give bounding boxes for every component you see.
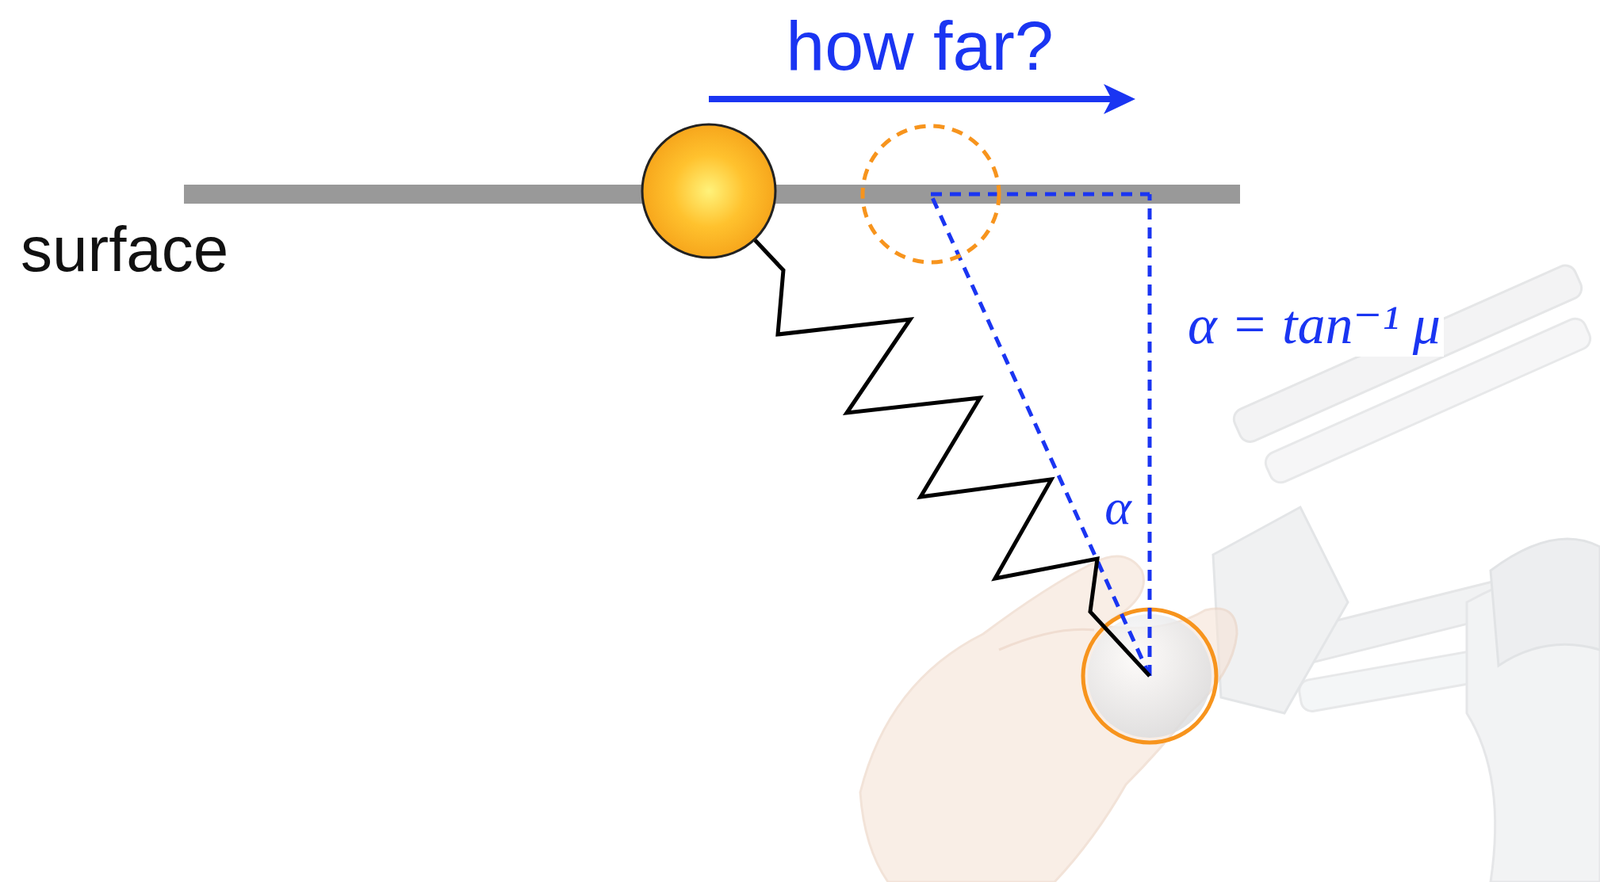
hand [860, 556, 1237, 882]
proxy-ball [642, 124, 776, 258]
arrowhead [1103, 84, 1136, 115]
question-label: how far? [782, 5, 1057, 86]
device-gimbal [1490, 539, 1600, 667]
device-joint [1213, 507, 1348, 714]
spring [708, 191, 1150, 677]
surface-label: surface [17, 213, 232, 287]
hand-shape [860, 556, 1237, 882]
friction-cone [930, 194, 1150, 677]
normal-line [1148, 194, 1153, 677]
distance-arrow [708, 95, 1114, 103]
angle-formula: α = tan⁻¹ μ [1184, 293, 1444, 358]
cone-edge-line [930, 194, 1150, 677]
proxy-target-circle [862, 126, 1000, 263]
surface-offset-line [930, 192, 1150, 197]
finger-crease [999, 629, 1095, 651]
angle-symbol: α [1101, 478, 1135, 537]
